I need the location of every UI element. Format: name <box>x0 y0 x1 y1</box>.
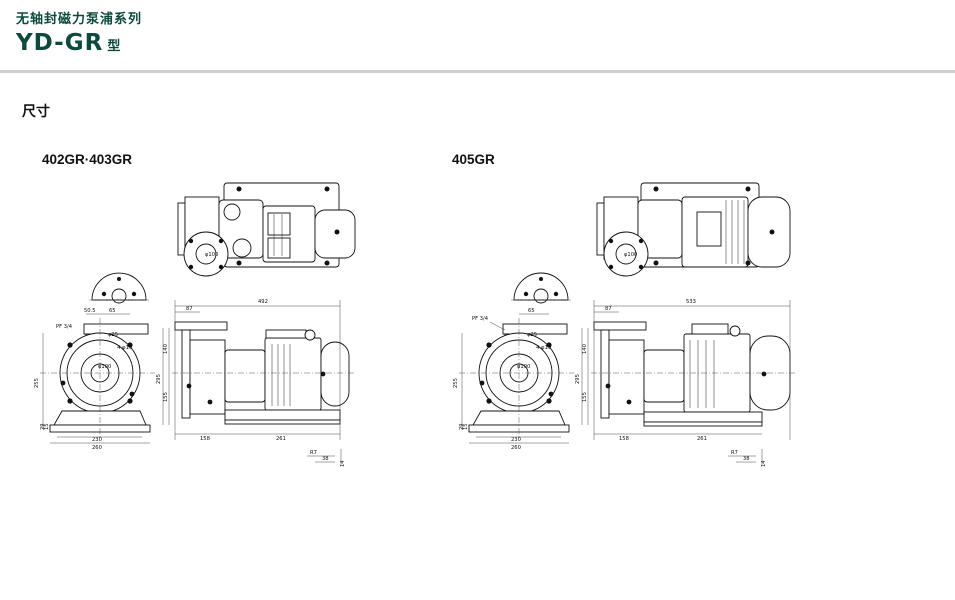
svg-text:φ100: φ100 <box>205 252 218 258</box>
side-view-405 <box>591 321 795 427</box>
svg-text:260: 260 <box>511 445 521 451</box>
svg-text:230: 230 <box>511 437 521 443</box>
svg-text:295: 295 <box>156 374 162 384</box>
svg-text:155: 155 <box>163 392 169 402</box>
svg-text:65: 65 <box>528 308 535 314</box>
svg-text:50.5: 50.5 <box>84 308 96 314</box>
model-code: YD-GR <box>16 30 104 56</box>
svg-text:261: 261 <box>276 436 286 442</box>
svg-text:PF 3/4: PF 3/4 <box>56 324 73 330</box>
dimension-texts-402-403: 492 87 50.5 65 PF 3/4 4-φ19 φ25 255 295 … <box>34 299 346 467</box>
svg-text:15: 15 <box>463 423 469 430</box>
front-view-405: φ100 <box>459 318 574 438</box>
dimension-lines-402-403 <box>42 300 342 465</box>
svg-text:14: 14 <box>340 460 346 467</box>
top-view-405: φ100 <box>596 182 791 277</box>
svg-text:158: 158 <box>619 436 629 442</box>
svg-text:295: 295 <box>575 374 581 384</box>
drawing-label-405: 405GR <box>452 152 495 167</box>
svg-text:140: 140 <box>582 344 588 354</box>
svg-text:155: 155 <box>582 392 588 402</box>
svg-text:R7: R7 <box>731 450 738 456</box>
section-label-dimensions: 尺寸 <box>22 104 50 120</box>
svg-text:140: 140 <box>163 344 169 354</box>
flange-detail-405 <box>511 272 571 304</box>
svg-text:φ25: φ25 <box>108 332 118 338</box>
svg-text:158: 158 <box>200 436 210 442</box>
top-view-402-403: φ100 <box>177 182 356 277</box>
svg-text:φ100: φ100 <box>624 252 637 258</box>
svg-text:29: 29 <box>459 423 465 430</box>
svg-text:255: 255 <box>453 378 459 388</box>
svg-text:4-φ19: 4-φ19 <box>117 345 132 351</box>
svg-text:533: 533 <box>686 299 696 305</box>
flange-detail-402-403 <box>89 272 149 304</box>
svg-text:4-φ19: 4-φ19 <box>536 345 551 351</box>
drawing-label-402-403: 402GR·403GR <box>42 152 133 167</box>
svg-text:87: 87 <box>186 306 193 312</box>
model-suffix: 型 <box>107 39 122 54</box>
dimension-texts-405: 533 87 65 PF 3/4 4-φ19 φ25 255 295 140 1… <box>453 299 767 467</box>
svg-text:φ100: φ100 <box>98 364 111 370</box>
svg-text:230: 230 <box>92 437 102 443</box>
svg-text:260: 260 <box>92 445 102 451</box>
svg-text:14: 14 <box>761 460 767 467</box>
svg-text:65: 65 <box>109 308 116 314</box>
series-title: 无轴封磁力泵浦系列 <box>16 12 143 27</box>
svg-text:261: 261 <box>697 436 707 442</box>
svg-text:φ100: φ100 <box>517 364 530 370</box>
svg-text:87: 87 <box>605 306 612 312</box>
svg-text:R7: R7 <box>310 450 317 456</box>
dimension-lines-405 <box>461 300 791 465</box>
svg-text:PF 3/4: PF 3/4 <box>472 316 489 322</box>
svg-text:15: 15 <box>44 423 50 430</box>
svg-text:φ25: φ25 <box>527 332 537 338</box>
svg-text:255: 255 <box>34 378 40 388</box>
header-divider <box>0 70 955 73</box>
front-view-402-403: φ100 <box>40 318 155 438</box>
svg-text:29: 29 <box>40 423 46 430</box>
svg-text:38: 38 <box>743 456 750 462</box>
svg-text:492: 492 <box>258 299 268 305</box>
svg-text:38: 38 <box>322 456 329 462</box>
